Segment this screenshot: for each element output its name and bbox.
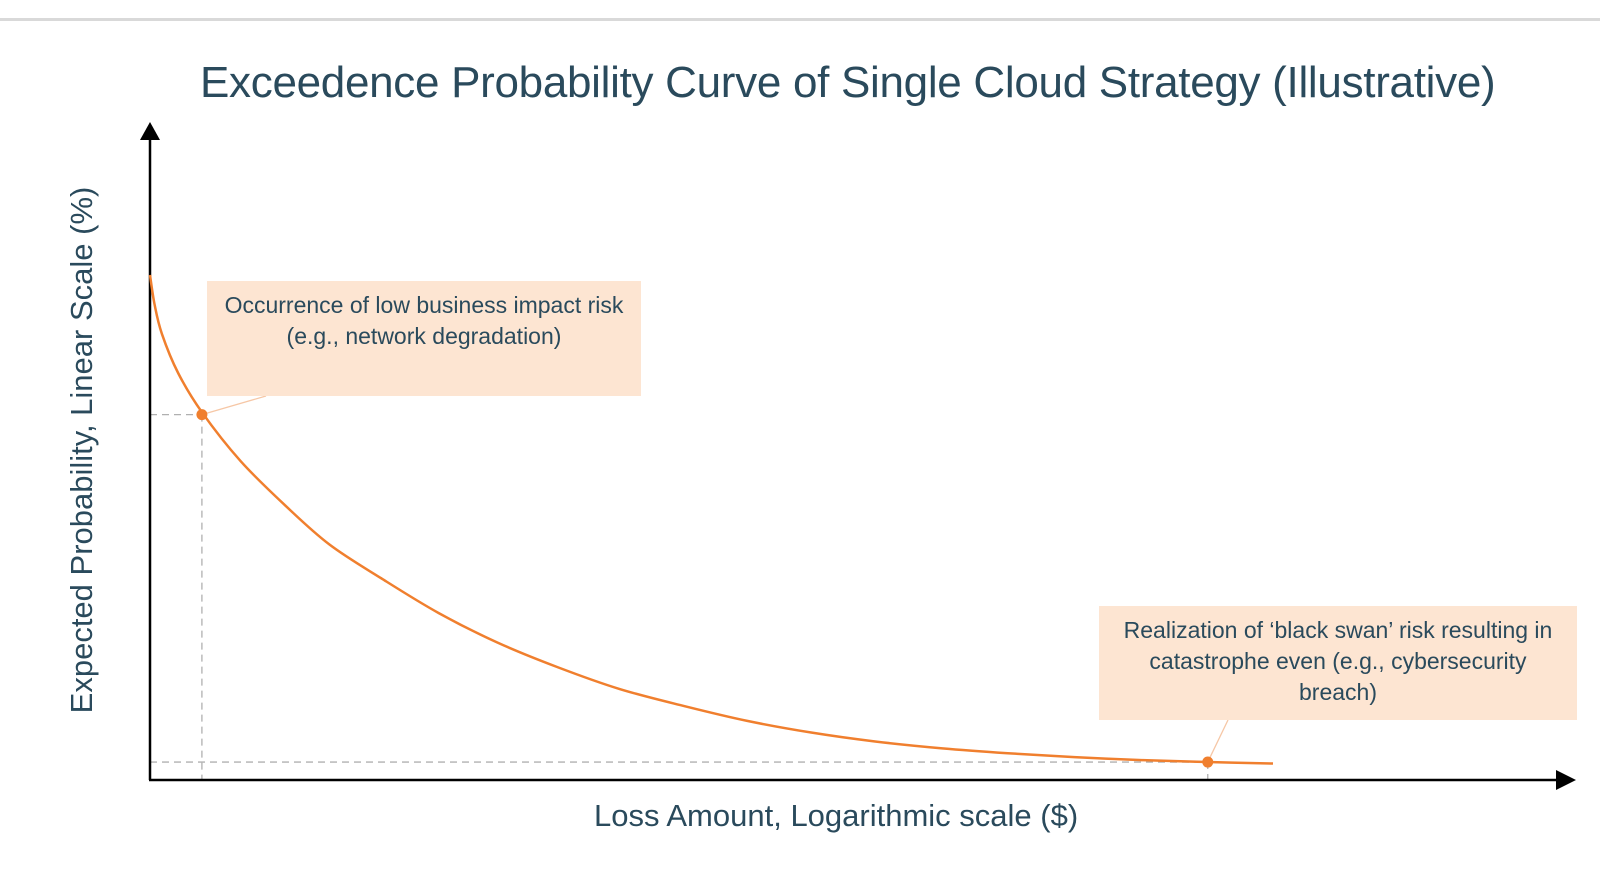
points-layer xyxy=(196,409,1214,768)
callout-leader-0 xyxy=(201,395,267,416)
y-axis-arrow-icon xyxy=(140,122,160,140)
top-divider xyxy=(0,18,1600,21)
callout-leader-1 xyxy=(1207,719,1229,763)
x-axis-arrow-icon xyxy=(1556,770,1576,790)
highlight-point-1 xyxy=(1202,756,1214,768)
callout-black-swan-risk: Realization of ‘black swan’ risk resulti… xyxy=(1099,606,1577,720)
x-axis-label: Loss Amount, Logarithmic scale ($) xyxy=(594,798,1079,833)
callout-leaders xyxy=(201,395,1229,763)
callout-low-impact-risk: Occurrence of low business impact risk (… xyxy=(207,281,641,396)
guide-lines xyxy=(150,413,1209,780)
highlight-point-0 xyxy=(196,409,208,421)
chart-title: Exceedence Probability Curve of Single C… xyxy=(200,58,1496,107)
